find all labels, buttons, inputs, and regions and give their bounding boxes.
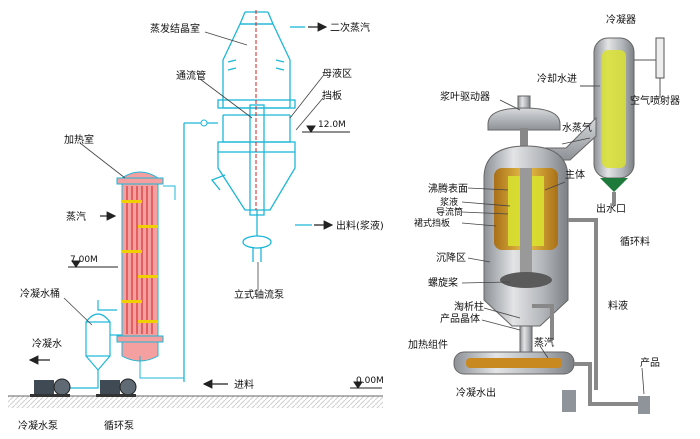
label-circulation-pump: 循环泵 bbox=[104, 419, 134, 432]
label-product: 产品 bbox=[640, 356, 660, 369]
flow-pipe-valve bbox=[200, 119, 208, 127]
label-air-ejector: 空气喷射器 bbox=[630, 94, 680, 107]
heating-unit bbox=[453, 351, 576, 412]
label-axial-pump: 立式轴流泵 bbox=[234, 288, 284, 301]
leader-lines bbox=[63, 31, 324, 326]
label-main-body: 主体 bbox=[565, 169, 585, 181]
label-level-0: 0.00M bbox=[356, 376, 384, 386]
label-settling-zone: 沉降区 bbox=[436, 251, 466, 264]
label-condensate-out: 冷凝水出 bbox=[456, 386, 496, 399]
label-boiling-surface: 沸腾表面 bbox=[428, 182, 468, 195]
circulation-pump bbox=[96, 378, 137, 397]
label-condensate-pump: 冷凝水泵 bbox=[18, 419, 58, 432]
label-steam-right: 蒸汽 bbox=[534, 336, 554, 349]
label-steam: 蒸汽 bbox=[66, 210, 86, 223]
ground-hatch bbox=[8, 396, 383, 408]
left-diagram: 蒸发结晶室 二次蒸汽 通流管 母液区 挡板 12.0M 加热室 蒸汽 出料(浆液… bbox=[8, 10, 384, 432]
product-pump bbox=[638, 396, 650, 414]
label-agitator-drive: 浆叶驱动器 bbox=[440, 90, 490, 103]
main-vessel bbox=[483, 145, 569, 367]
label-flow-pipe: 通流管 bbox=[176, 69, 206, 82]
label-water-vapor: 水蒸气 bbox=[562, 121, 592, 134]
condenser bbox=[580, 37, 665, 192]
crystallizer-vessel bbox=[210, 10, 312, 262]
label-level-7: 7.00M bbox=[70, 255, 98, 265]
flow-pipe bbox=[183, 122, 218, 382]
label-circulation-material: 循环料 bbox=[620, 235, 650, 248]
label-propeller: 螺旋桨 bbox=[428, 276, 458, 289]
label-heating-chamber: 加热室 bbox=[64, 133, 94, 146]
label-outlet-water: 出水口 bbox=[596, 202, 626, 215]
label-product-crystal: 产品晶体 bbox=[440, 312, 480, 325]
label-feed: 进料 bbox=[234, 378, 254, 391]
level-markers bbox=[68, 125, 382, 389]
label-vapor-out: 二次蒸汽 bbox=[330, 21, 370, 34]
label-elutriation-leg: 淘析柱 bbox=[454, 300, 484, 313]
label-draft-tube: 导流筒 bbox=[436, 206, 463, 218]
condensate-tank bbox=[60, 300, 122, 389]
label-cooling-in: 冷却水进 bbox=[537, 72, 577, 85]
piping bbox=[532, 192, 644, 406]
label-condenser: 冷凝器 bbox=[606, 13, 636, 26]
label-slurry: 浆液 bbox=[440, 196, 458, 208]
right-diagram: 冷凝器 冷却水进 空气喷射器 浆叶驱动器 水蒸气 出水口 主体 沸腾表面 浆液 … bbox=[408, 13, 680, 414]
label-mother-liquor: 母液区 bbox=[322, 67, 352, 80]
label-discharge: 出料(浆液) bbox=[336, 219, 384, 232]
label-evaporation-chamber: 蒸发结晶室 bbox=[150, 22, 200, 35]
right-leaders bbox=[461, 85, 645, 395]
label-condensate-tank: 冷凝水桶 bbox=[20, 287, 60, 300]
heating-chamber bbox=[116, 171, 184, 379]
condensate-pump bbox=[30, 378, 71, 397]
label-heating-unit: 加热组件 bbox=[408, 338, 448, 351]
label-baffle: 挡板 bbox=[322, 89, 342, 102]
label-material-liquor: 料液 bbox=[608, 299, 628, 312]
label-level-12: 12.0M bbox=[318, 120, 346, 130]
label-skirt-baffle: 裙式挡板 bbox=[414, 217, 450, 229]
agitator-drive bbox=[487, 95, 561, 146]
label-condensate-water: 冷凝水 bbox=[32, 337, 62, 350]
process-arrows bbox=[28, 22, 334, 389]
